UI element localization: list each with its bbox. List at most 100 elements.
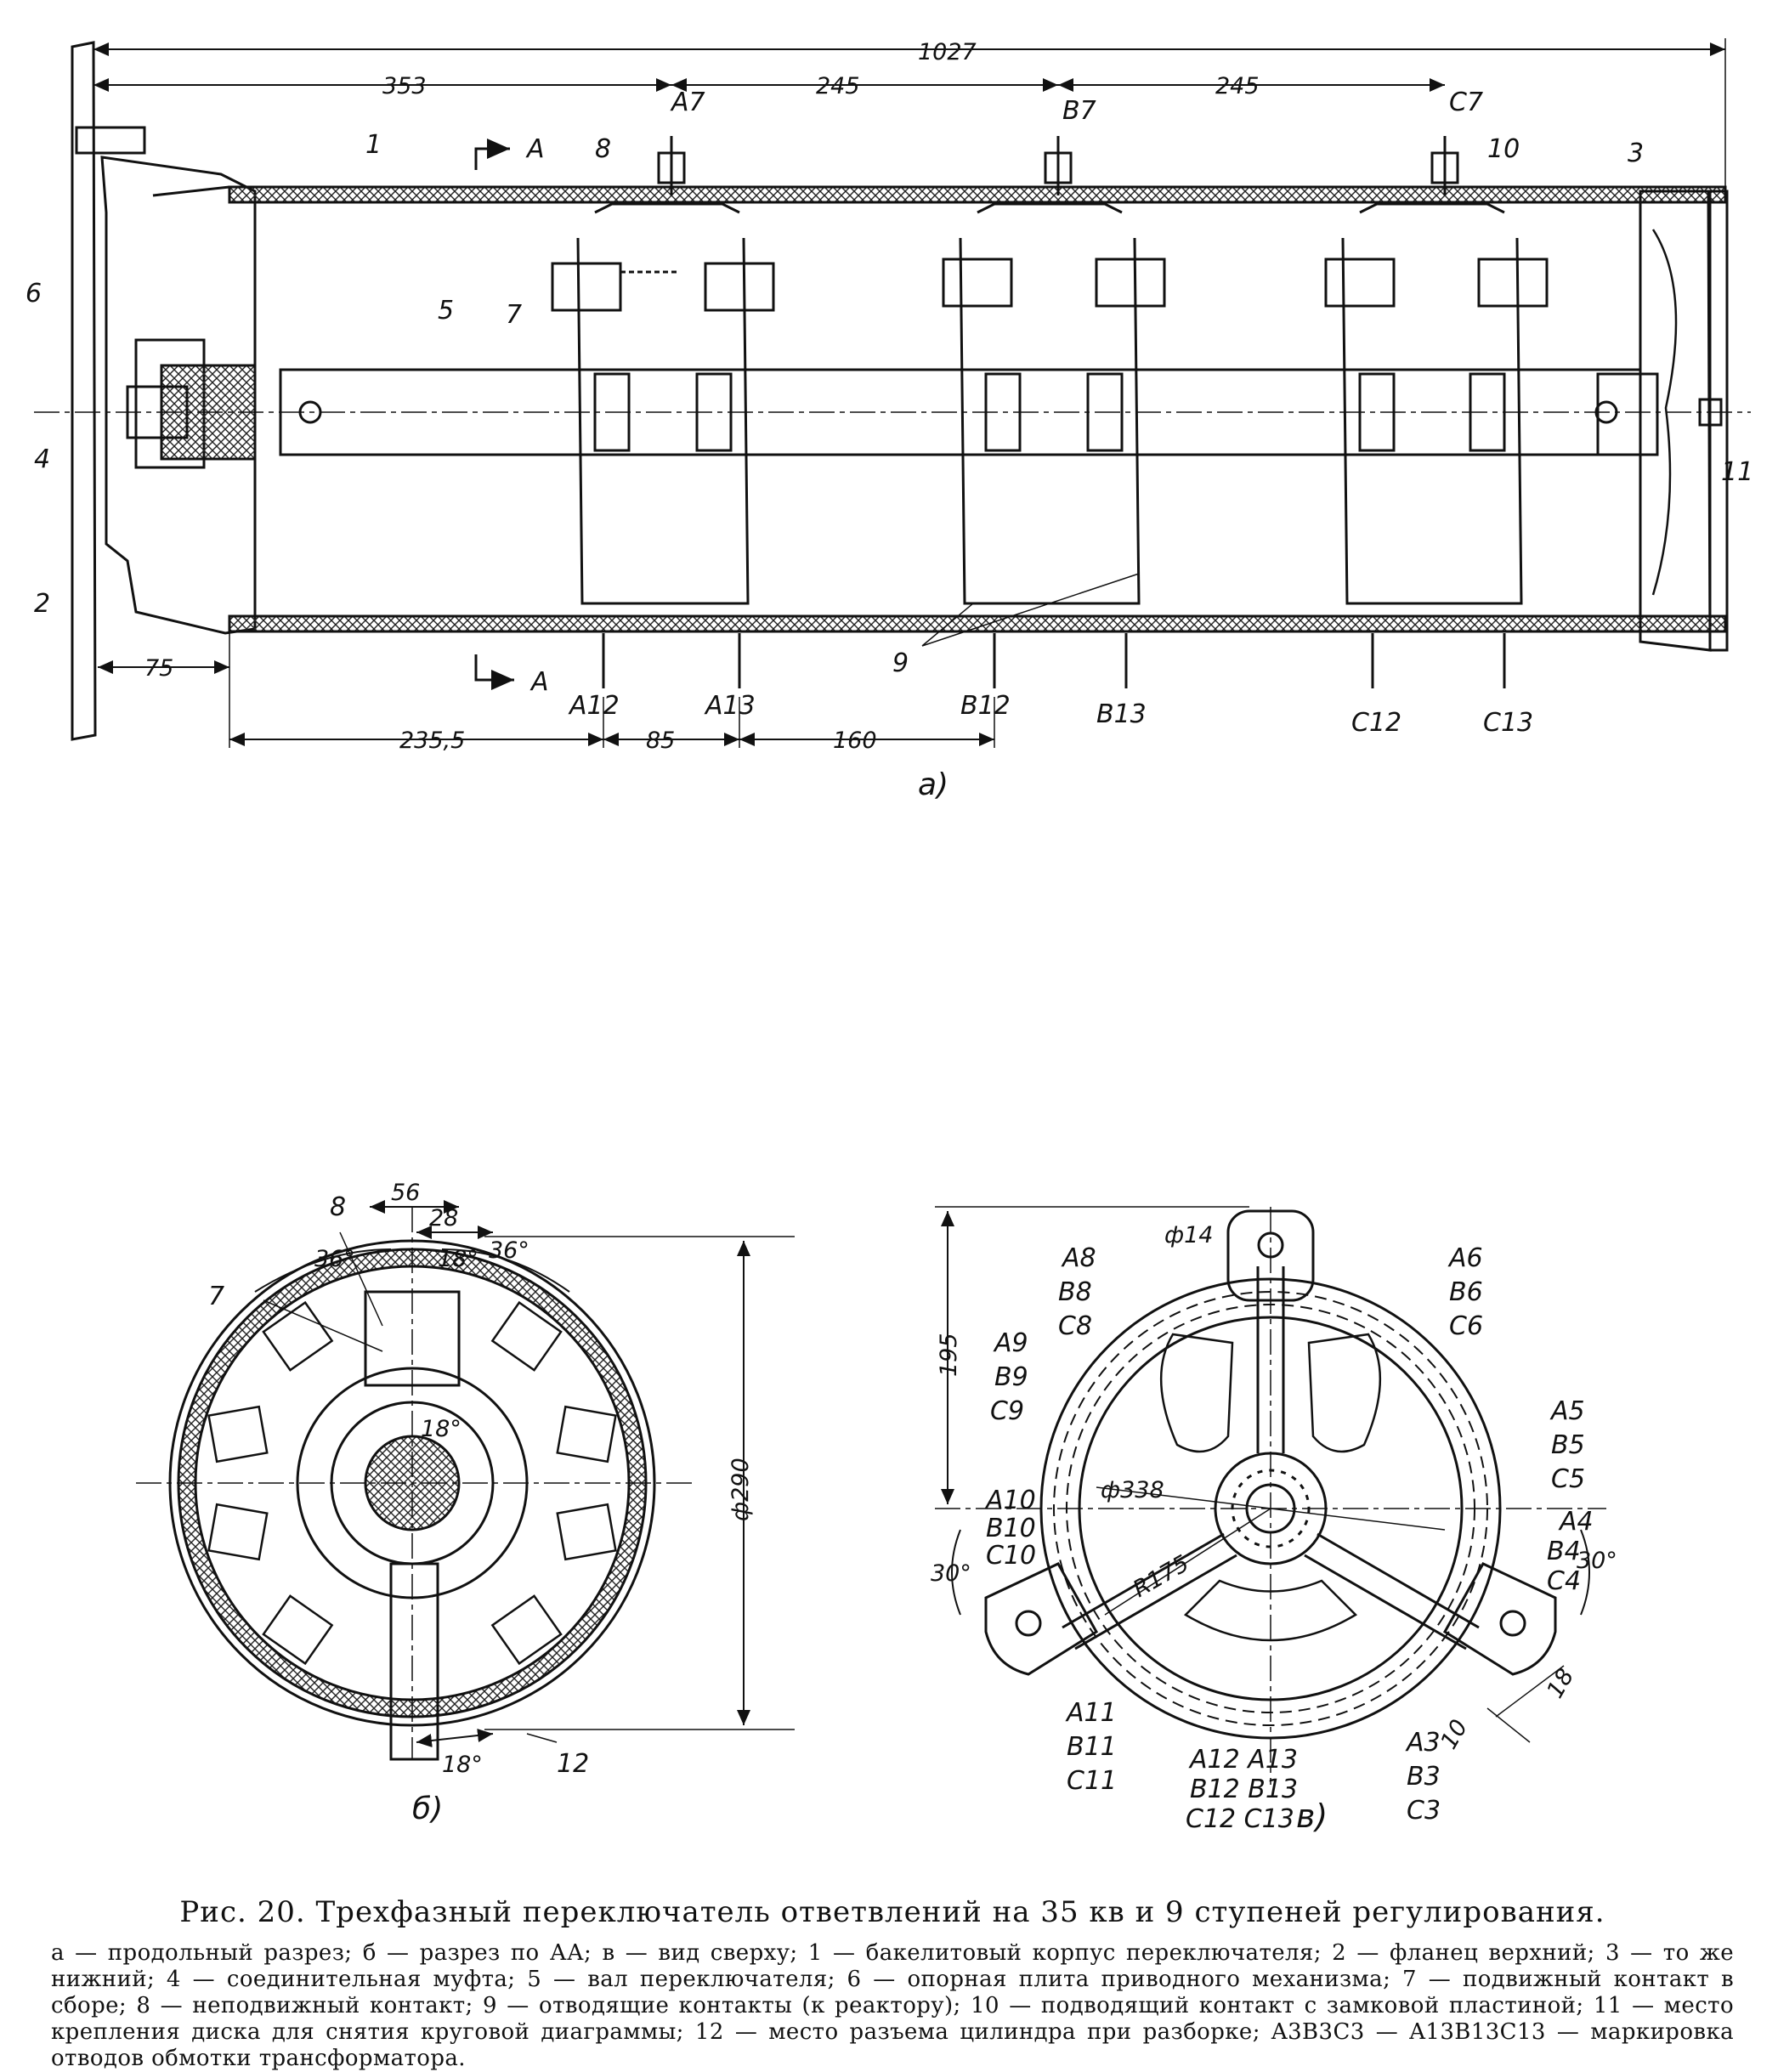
angle-36-right: 36° [489, 1237, 529, 1264]
terminal-A12-A13: A12 A13 [1188, 1745, 1298, 1775]
terminal-B8: B8 [1058, 1277, 1092, 1307]
terminal-group-9: A9 B9 C9 [990, 1328, 1028, 1426]
terminal-A12: A12 [568, 691, 620, 721]
figure-b-label: б) [412, 1792, 443, 1826]
flange-bolt-block [75, 126, 146, 155]
terminal-A7: A7 [670, 88, 705, 117]
terminal-group-4: A4 B4 C4 [1547, 1507, 1594, 1596]
part-11: 11 [1721, 457, 1753, 487]
terminal-B6: B6 [1449, 1277, 1483, 1307]
terminal-C12: C12 [1351, 708, 1401, 738]
dim-bottom-2: 85 [646, 727, 675, 754]
dim-195: 195 [936, 1333, 962, 1377]
section-mark-bottom: A [529, 667, 549, 697]
terminal-A13: A13 [704, 691, 756, 721]
terminal-B7: B7 [1062, 96, 1096, 126]
terminal-C12-C13: C12 C13 [1186, 1804, 1294, 1834]
terminal-B3: B3 [1407, 1762, 1441, 1792]
terminal-A11: A11 [1065, 1698, 1117, 1728]
terminal-B12-B13: B12 B13 [1190, 1775, 1298, 1804]
dim-28: 28 [429, 1205, 458, 1231]
terminal-B10: B10 [986, 1514, 1036, 1543]
terminal-C11: C11 [1067, 1766, 1117, 1796]
dim-10: 10 [1435, 1715, 1473, 1753]
section-mark-top: A [525, 134, 545, 164]
diameter-290: ф290 [728, 1458, 754, 1521]
terminal-A3: A3 [1405, 1728, 1441, 1758]
contact-group-C [1324, 202, 1549, 605]
terminal-group-10: A10 B10 C10 [984, 1486, 1036, 1571]
fig-b-labels: 56 28 36° 18° 36° 18° 18° ф290 7 8 12 б) [208, 1180, 754, 1826]
terminal-group-3: A3 B3 C3 [1405, 1728, 1441, 1826]
fig-a-labels: 1027 353 245 245 75 235,5 85 160 A A 1 2… [25, 39, 1753, 802]
terminal-B13: B13 [1096, 699, 1147, 729]
spoke-right [1304, 1532, 1480, 1650]
terminal-B9: B9 [994, 1362, 1028, 1392]
terminal-A5: A5 [1549, 1396, 1585, 1426]
dim-56: 56 [391, 1180, 420, 1206]
terminal-group-6: A6 B6 C6 [1447, 1243, 1483, 1341]
terminal-C10: C10 [986, 1541, 1036, 1571]
support-plate [71, 41, 97, 741]
angle-36-left: 36° [314, 1246, 355, 1272]
angle-18-top: 18° [438, 1246, 478, 1272]
terminal-C9: C9 [990, 1396, 1024, 1426]
terminal-group-5: A5 B5 C5 [1549, 1396, 1585, 1494]
part-8: 8 [595, 134, 611, 164]
part-7-b: 7 [208, 1282, 224, 1311]
contact-blocks [207, 1300, 617, 1666]
housing-top-wall [228, 185, 1727, 204]
fig-c-labels: 195 ф14 ф338 R175 30° 30° 18 10 A8 B8 C8… [931, 1222, 1617, 1835]
dim-bottom-1: 235,5 [399, 727, 465, 754]
right-lug [1442, 1562, 1557, 1676]
spoke-left [1062, 1532, 1237, 1650]
dim-bottom-3: 160 [833, 727, 877, 754]
figure-a-label: а) [918, 767, 948, 802]
top-view [935, 1206, 1606, 1785]
terminal-C13: C13 [1483, 708, 1533, 738]
terminal-B4: B4 [1547, 1537, 1581, 1566]
part-10: 10 [1487, 134, 1520, 164]
part-12-b: 12 [557, 1749, 589, 1779]
angle-18-bottom: 18° [442, 1752, 483, 1778]
dim-top-1: 353 [382, 73, 427, 99]
figure-c-label: в) [1296, 1797, 1328, 1835]
part-6: 6 [25, 279, 42, 309]
terminal-B12: B12 [960, 691, 1011, 721]
part-5: 5 [438, 296, 454, 326]
terminal-B11: B11 [1067, 1732, 1117, 1762]
terminal-A10: A10 [984, 1486, 1036, 1515]
part-9: 9 [892, 648, 909, 678]
dim-radius-175: R175 [1129, 1550, 1193, 1603]
terminal-group-11: A11 B11 C11 [1065, 1698, 1117, 1796]
terminal-C8: C8 [1058, 1311, 1092, 1341]
dim-diameter-338: ф338 [1101, 1477, 1164, 1503]
dim-overall: 1027 [918, 39, 977, 65]
terminal-C3: C3 [1407, 1796, 1441, 1826]
terminal-C7: C7 [1449, 88, 1483, 117]
upper-flange [100, 156, 257, 635]
section-aa [136, 1200, 795, 1761]
terminal-A8: A8 [1061, 1243, 1096, 1273]
dim-18: 18 [1542, 1664, 1579, 1702]
part-1: 1 [365, 130, 382, 160]
terminal-C4: C4 [1547, 1566, 1581, 1596]
terminal-group-12-13: A12 A13 B12 B13 C12 C13 [1186, 1745, 1298, 1834]
contact-group-B [942, 202, 1166, 605]
terminal-C5: C5 [1551, 1464, 1585, 1494]
dim-left: 75 [144, 655, 173, 682]
terminal-A6: A6 [1447, 1243, 1483, 1273]
angle-30-right: 30° [1577, 1548, 1617, 1574]
terminal-A9: A9 [993, 1328, 1028, 1358]
contact-group-A [551, 202, 775, 605]
terminal-C6: C6 [1449, 1311, 1483, 1341]
angle-30-left: 30° [931, 1560, 971, 1587]
part-8-b: 8 [330, 1192, 346, 1222]
caption-legend: а — продольный разрез; б — разрез по АА;… [51, 1940, 1734, 2071]
terminal-B5: B5 [1551, 1430, 1585, 1460]
caption-title: Рис. 20. Трехфазный переключатель ответв… [179, 1895, 1605, 1929]
left-lug [984, 1562, 1099, 1676]
angle-18-inner: 18° [421, 1416, 461, 1442]
part-7: 7 [506, 300, 522, 330]
